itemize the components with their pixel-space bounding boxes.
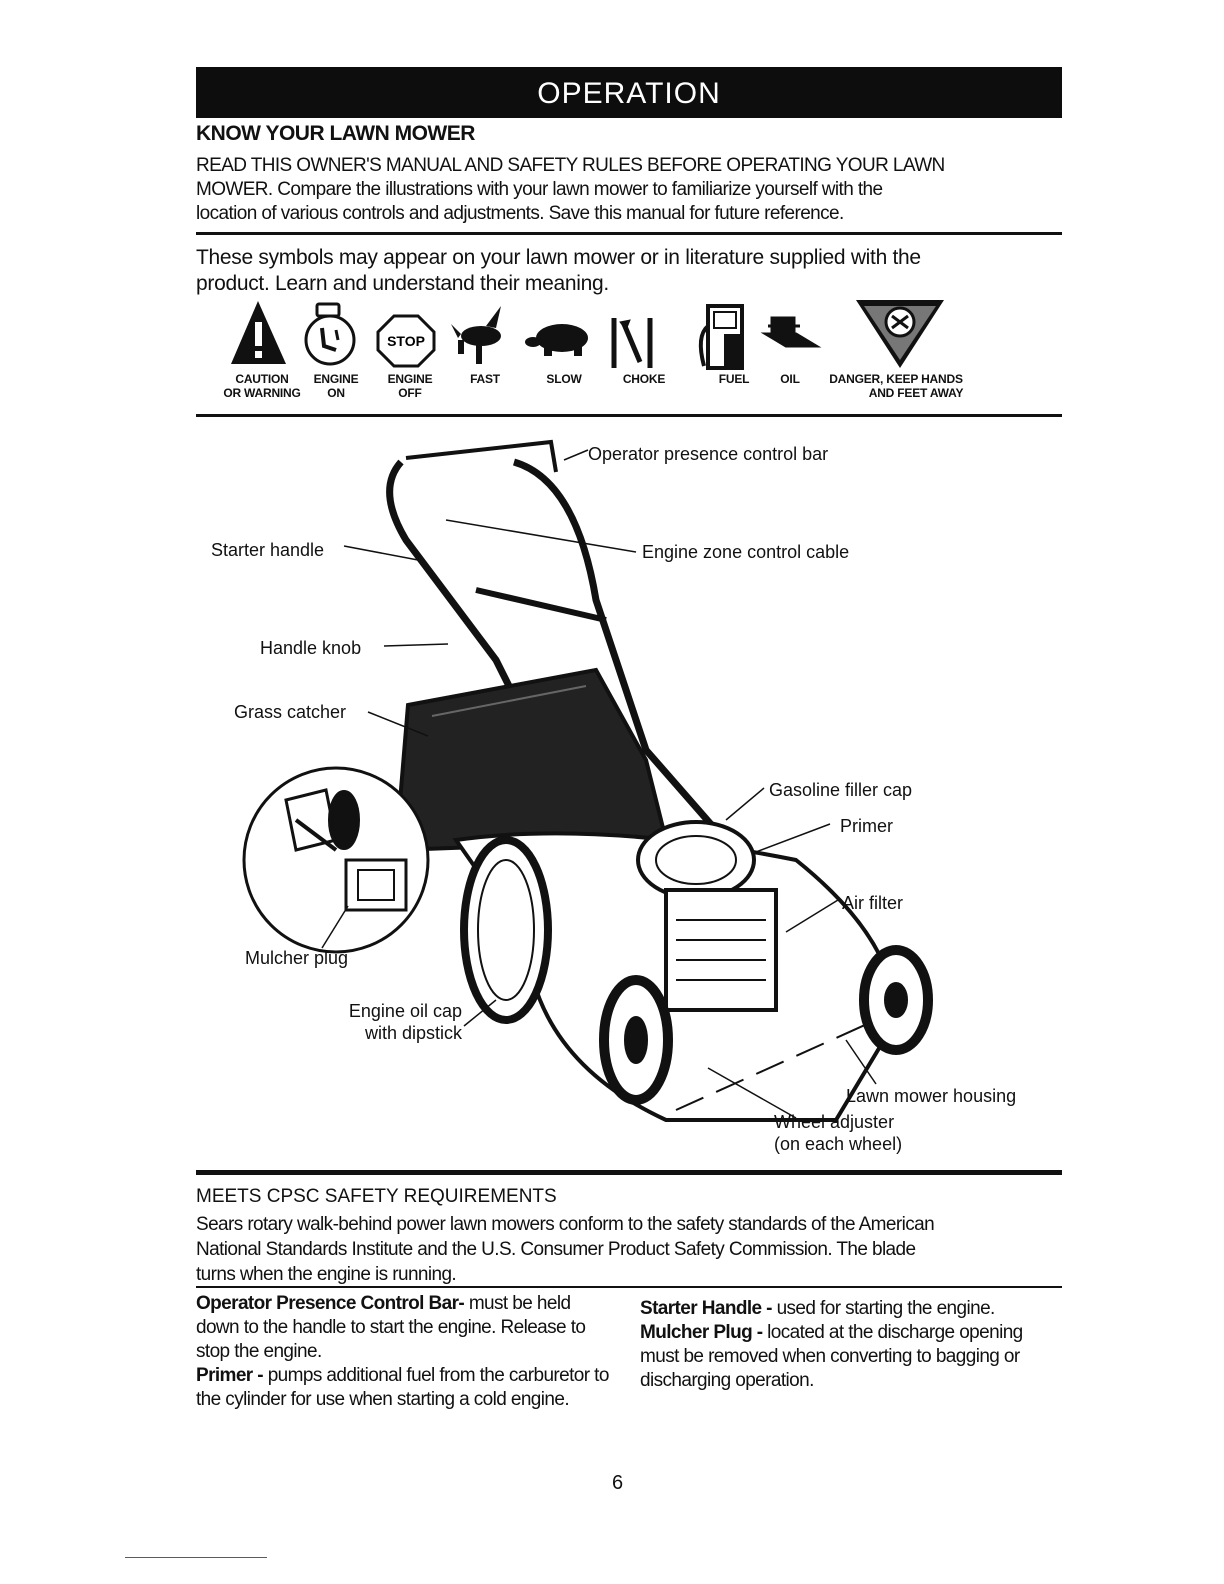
- symbol-label-line: OR WARNING: [223, 386, 301, 400]
- desc-right-column: Starter Handle - used for starting the e…: [640, 1297, 1060, 1393]
- callout-primer: Primer: [840, 816, 893, 836]
- callout-housing: Lawn mower housing: [846, 1086, 1017, 1106]
- cpsc-body: Sears rotary walk-behind power lawn mowe…: [196, 1212, 1056, 1287]
- engine-off-stop-icon: STOP: [376, 314, 436, 368]
- divider: [196, 1286, 1062, 1288]
- callout-line: Wheel adjuster: [774, 1112, 895, 1132]
- desc-text: located at the discharge opening must be…: [640, 1322, 1023, 1391]
- callout-line: Engine oil cap: [348, 1001, 462, 1021]
- cpsc-title: MEETS CPSC SAFETY REQUIREMENTS: [196, 1186, 557, 1207]
- symbol-label-engine-off: ENGINE OFF: [380, 372, 440, 400]
- desc-starter-handle: Starter Handle - used for starting the e…: [640, 1297, 1060, 1321]
- warning-triangle-icon: [231, 301, 286, 364]
- cpsc-line: National Standards Institute and the U.S…: [196, 1239, 916, 1260]
- callout-grass-catcher: Grass catcher: [234, 702, 347, 722]
- symbol-label-oil: OIL: [780, 372, 800, 386]
- desc-text: pumps additional fuel from the carbureto…: [196, 1365, 609, 1410]
- cpsc-line: Sears rotary walk-behind power lawn mowe…: [196, 1214, 935, 1235]
- callout-operator-bar: Operator presence control bar: [588, 444, 829, 464]
- engine-on-icon: [304, 302, 356, 366]
- symbols-intro-line: These symbols may appear on your lawn mo…: [196, 246, 921, 269]
- callout-line: (on each wheel): [774, 1134, 903, 1154]
- symbol-label-caution: CAUTION OR WARNING: [218, 372, 306, 400]
- desc-term: Mulcher Plug -: [640, 1322, 763, 1343]
- page-number: 6: [612, 1472, 624, 1494]
- desc-text: used for starting the engine.: [771, 1298, 996, 1319]
- divider: [196, 232, 1062, 235]
- footer-line: [125, 1557, 267, 1558]
- symbol-label-fuel: FUEL: [718, 372, 750, 386]
- intro-line: MOWER. Compare the illustrations with yo…: [196, 179, 883, 200]
- symbol-label-line: ENGINE: [387, 372, 433, 386]
- symbol-label-engine-on: ENGINE ON: [306, 372, 366, 400]
- callout-gas-cap: Gasoline filler cap: [769, 780, 913, 800]
- symbol-label-line: CAUTION: [235, 372, 289, 386]
- section-banner: OPERATION: [196, 67, 1062, 118]
- symbol-label-line: OFF: [398, 386, 422, 400]
- symbol-label-slow: SLOW: [546, 372, 582, 386]
- symbols-row: STOP: [231, 300, 944, 370]
- hand-blade-danger-icon: [856, 300, 944, 368]
- intro-line: READ THIS OWNER'S MANUAL AND SAFETY RULE…: [196, 155, 945, 176]
- symbol-label-line: AND FEET AWAY: [868, 386, 964, 400]
- desc-mulcher-plug: Mulcher Plug - located at the discharge …: [640, 1321, 1060, 1393]
- callout-air-filter: Air filter: [842, 893, 904, 913]
- symbol-label-danger: DANGER, KEEP HANDS AND FEET AWAY: [814, 372, 978, 400]
- callout-oil-cap: Engine oil cap with dipstick: [336, 1000, 462, 1044]
- callout-mulcher-plug: Mulcher plug: [245, 948, 349, 968]
- symbols-intro: These symbols may appear on your lawn mo…: [196, 245, 1056, 297]
- desc-left-column: Operator Presence Control Bar- must be h…: [196, 1292, 616, 1412]
- symbol-label-line: ENGINE: [313, 372, 359, 386]
- divider: [196, 1170, 1062, 1175]
- intro-text: READ THIS OWNER'S MANUAL AND SAFETY RULE…: [196, 154, 1066, 226]
- desc-term: Starter Handle -: [640, 1298, 772, 1319]
- symbol-label-choke: CHOKE: [622, 372, 666, 386]
- symbol-label-line: DANGER, KEEP HANDS: [829, 372, 963, 386]
- desc-text: must be held down to the handle to start…: [196, 1293, 586, 1362]
- symbols-intro-line: product. Learn and understand their mean…: [196, 272, 609, 295]
- desc-primer: Primer - pumps additional fuel from the …: [196, 1364, 616, 1412]
- callout-line: with dipstick: [364, 1023, 462, 1043]
- symbol-label-line: ON: [327, 386, 345, 400]
- desc-operator-bar: Operator Presence Control Bar- must be h…: [196, 1292, 616, 1364]
- symbol-label-fast: FAST: [470, 372, 500, 386]
- fuel-pump-icon: [698, 304, 744, 370]
- section-title: KNOW YOUR LAWN MOWER: [196, 122, 475, 145]
- choke-icon: [611, 318, 653, 368]
- callout-wheel-adjuster: Wheel adjuster (on each wheel): [774, 1111, 902, 1155]
- desc-term: Operator Presence Control Bar-: [196, 1293, 465, 1314]
- lawn-mower-illustration: [242, 439, 933, 1122]
- divider: [196, 414, 1062, 417]
- callout-handle-knob: Handle knob: [260, 638, 362, 658]
- oil-can-icon: [760, 316, 822, 348]
- svg-text:STOP: STOP: [387, 333, 425, 349]
- callout-starter-handle: Starter handle: [211, 540, 325, 560]
- callout-engine-cable: Engine zone control cable: [642, 542, 850, 562]
- desc-term: Primer -: [196, 1365, 264, 1386]
- turtle-icon: [525, 324, 588, 356]
- cpsc-line: turns when the engine is running.: [196, 1264, 457, 1285]
- intro-line: location of various controls and adjustm…: [196, 203, 844, 224]
- rabbit-icon: [451, 306, 501, 364]
